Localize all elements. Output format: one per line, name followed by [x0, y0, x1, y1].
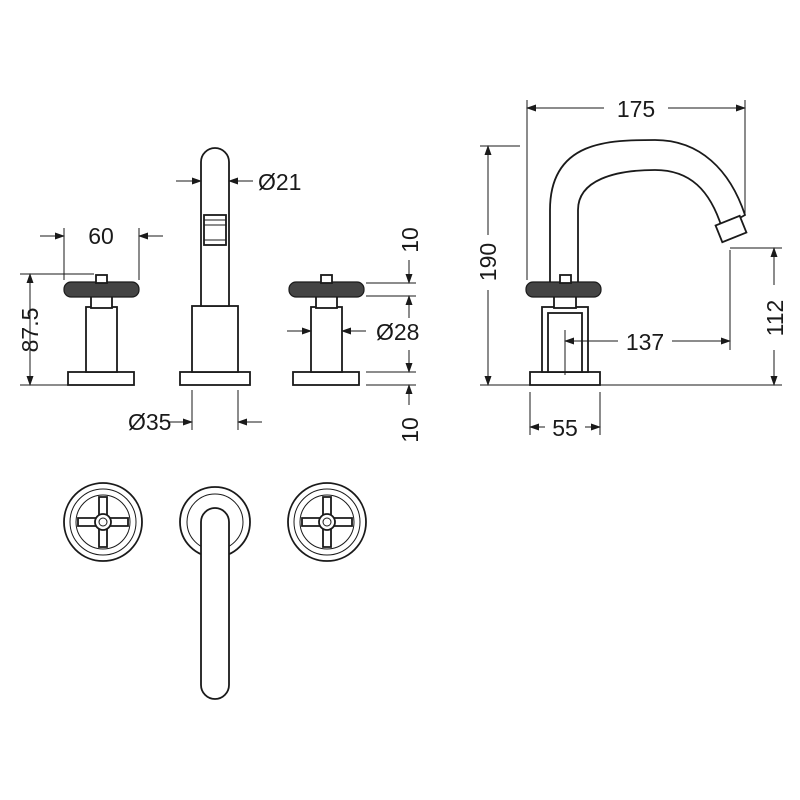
right-handle-body — [310, 306, 343, 373]
dim-total-height: 190 — [475, 145, 530, 386]
dim-collar-bottom-label: 10 — [397, 417, 423, 443]
dim-total-height-label: 190 — [475, 243, 501, 281]
side-knurled-wheel — [525, 281, 602, 298]
dim-base-diameter: Ø35 — [128, 390, 262, 435]
dim-spout-diameter: Ø21 — [176, 169, 301, 195]
dim-handle-width: 60 — [40, 223, 163, 280]
side-collar — [553, 295, 577, 309]
dim-outlet-projection: 137 — [564, 250, 731, 375]
spout-front — [179, 147, 251, 386]
dim-spout-diameter-label: Ø21 — [258, 169, 301, 195]
dim-side-base-width-label: 55 — [552, 415, 578, 441]
side-handle-cap — [559, 274, 572, 284]
dim-body-diameter-label: Ø28 — [376, 319, 419, 345]
right-handle-cap — [320, 274, 333, 284]
dim-collar-top: 10 — [366, 227, 423, 318]
dim-handle-width-label: 60 — [88, 223, 114, 249]
dim-collar-bottom: 10 — [366, 350, 423, 443]
left-handle-knurled-wheel — [63, 281, 140, 298]
dim-collar-top-label: 10 — [397, 227, 423, 253]
dim-spout-reach-label: 175 — [617, 96, 655, 122]
dim-outlet-projection-label: 137 — [626, 329, 664, 355]
left-handle-front — [63, 274, 140, 386]
left-handle-plan — [63, 482, 143, 562]
left-handle-body — [85, 306, 118, 373]
side-spout-arc — [549, 139, 747, 297]
dim-handle-height: 87.5 — [17, 273, 94, 386]
dim-base-diameter-label: Ø35 — [128, 409, 171, 435]
dim-handle-height-label: 87.5 — [17, 308, 43, 353]
dim-outlet-height-label: 112 — [762, 300, 788, 337]
dim-side-base-width: 55 — [529, 392, 601, 441]
dim-body-diameter: Ø28 — [287, 319, 419, 345]
right-handle-base-plate — [292, 371, 360, 386]
spout-body — [191, 305, 239, 373]
right-handle-front — [288, 274, 365, 386]
spout-outlet — [203, 214, 227, 246]
side-spout-outlet — [714, 214, 748, 244]
left-handle-collar — [90, 295, 113, 309]
dim-spout-reach: 175 — [526, 96, 746, 280]
dim-outlet-height: 112 — [600, 247, 788, 386]
spout-plan — [179, 486, 251, 700]
right-handle-plan — [287, 482, 367, 562]
spout-base-plate — [179, 371, 251, 386]
right-handle-knurled-wheel — [288, 281, 365, 298]
right-handle-collar — [315, 295, 338, 309]
left-handle-base-plate — [67, 371, 135, 386]
left-handle-cap — [95, 274, 108, 284]
